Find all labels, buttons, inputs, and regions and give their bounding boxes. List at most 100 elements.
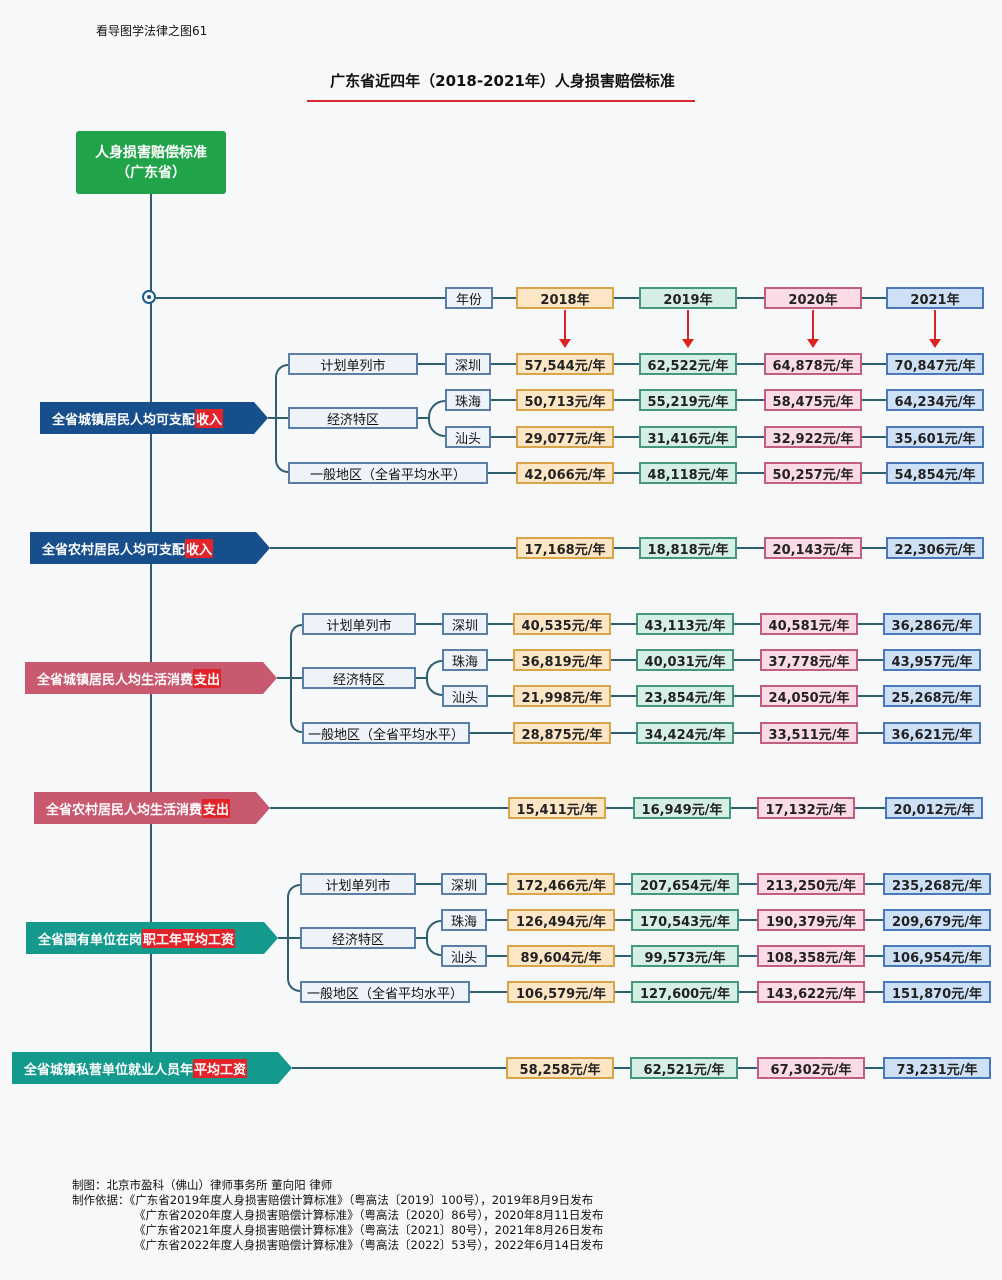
connector-line [615, 919, 631, 921]
value-urban_spend-zhuhai-2019: 40,031元/年 [636, 649, 734, 671]
value-state_wage-shenzhen-2020: 213,250元/年 [757, 873, 865, 895]
branch-curve [275, 418, 288, 473]
connector-line [488, 659, 513, 661]
connector-line [615, 991, 631, 993]
value-urban_spend-zhuhai-2020: 37,778元/年 [760, 649, 858, 671]
label-shantou: 汕头 [442, 685, 488, 707]
connector-line [611, 695, 636, 697]
year-header-2020: 2020年 [764, 287, 862, 309]
value-urban_income-shenzhen-2019: 62,522元/年 [639, 353, 737, 375]
year-row-line [156, 297, 445, 299]
value-state_wage-shantou-2020: 108,358元/年 [757, 945, 865, 967]
connector-line [858, 623, 883, 625]
connector-line [614, 363, 639, 365]
connector-line [268, 417, 275, 419]
branch-curve [290, 624, 302, 678]
value-urban_spend-shenzhen-2019: 43,113元/年 [636, 613, 734, 635]
category-label: 全省城镇居民人均生活消费 [37, 672, 194, 688]
value-state_wage-zhuhai-2020: 190,379元/年 [757, 909, 865, 931]
connector-line [865, 955, 883, 957]
value-rural_spend-2018: 15,411元/年 [508, 797, 606, 819]
branch-curve [426, 938, 441, 956]
value-rural_income-2021: 22,306元/年 [886, 537, 984, 559]
value-urban_spend-shenzhen-2018: 40,535元/年 [513, 613, 611, 635]
value-state_wage-shantou-2019: 99,573元/年 [631, 945, 739, 967]
label-shantou: 汕头 [441, 945, 487, 967]
value-private_wage-2020: 67,302元/年 [757, 1057, 865, 1079]
connector-line [416, 937, 426, 939]
connector-line [865, 883, 883, 885]
value-rural_spend-2021: 20,012元/年 [885, 797, 983, 819]
value-state_wage-zhuhai-2018: 126,494元/年 [507, 909, 615, 931]
connector-line [614, 399, 639, 401]
connector-line [731, 807, 757, 809]
branch-curve [426, 660, 442, 678]
connector-line [614, 472, 639, 474]
connector-line [611, 659, 636, 661]
trunk-node-icon [142, 290, 156, 304]
label-shenzhen: 深圳 [442, 613, 488, 635]
connector-line [611, 732, 636, 734]
value-state_wage-shantou-2018: 89,604元/年 [507, 945, 615, 967]
connector-line [292, 1067, 506, 1069]
value-rural_income-2018: 17,168元/年 [516, 537, 614, 559]
branch-curve [426, 678, 442, 696]
label-zhuhai: 珠海 [445, 389, 491, 411]
value-urban_income-shenzhen-2018: 57,544元/年 [516, 353, 614, 375]
connector-line [416, 883, 441, 885]
category-label: 全省农村居民人均可支配 [42, 542, 186, 558]
category-label: 全省城镇居民人均可支配 [52, 412, 196, 428]
connector-line [737, 436, 764, 438]
corner-note: 看导图学法律之图61 [96, 24, 208, 38]
footer-maker: 制图：北京市盈科（佛山）律师事务所 董向阳 律师 [72, 1178, 333, 1192]
connector-line [491, 399, 516, 401]
value-state_wage-shantou-2021: 106,954元/年 [883, 945, 991, 967]
connector-line [862, 436, 886, 438]
value-urban_income-shenzhen-2021: 70,847元/年 [886, 353, 984, 375]
connector-line [416, 677, 426, 679]
value-urban_spend-shenzhen-2020: 40,581元/年 [760, 613, 858, 635]
value-urban_income-shenzhen-2020: 64,878元/年 [764, 353, 862, 375]
connector-line [739, 883, 757, 885]
branch-curve [275, 364, 288, 418]
value-urban_spend-shantou-2019: 23,854元/年 [636, 685, 734, 707]
connector-line [855, 807, 885, 809]
footer: 制图：北京市盈科（佛山）律师事务所 董向阳 律师 制作依据：《广东省2019年度… [72, 1178, 603, 1253]
branch-curve [426, 920, 441, 938]
branch-curve [290, 678, 302, 733]
value-urban_income-general-2020: 50,257元/年 [764, 462, 862, 484]
category-highlight: 支出 [193, 669, 221, 688]
value-urban_income-general-2019: 48,118元/年 [639, 462, 737, 484]
branch-curve [428, 400, 445, 418]
connector-line [865, 991, 883, 993]
connector-line [487, 919, 507, 921]
category-highlight: 平均工资 [193, 1059, 247, 1078]
down-arrow-icon [929, 310, 941, 348]
category-urban_income: 全省城镇居民人均可支配收入 [40, 402, 268, 434]
connector-line [418, 363, 445, 365]
connector-line [858, 732, 883, 734]
connector-line [862, 547, 886, 549]
root-node: 人身损害赔偿标准 （广东省） [76, 131, 226, 194]
category-private_wage: 全省城镇私营单位就业人员年平均工资 [12, 1052, 292, 1084]
connector-line [270, 807, 508, 809]
connector-line [737, 363, 764, 365]
year-header-2018: 2018年 [516, 287, 614, 309]
connector-line [611, 623, 636, 625]
connector-line [615, 955, 631, 957]
category-state_wage: 全省国有单位在岗职工年平均工资 [26, 922, 278, 954]
value-urban_income-shantou-2019: 31,416元/年 [639, 426, 737, 448]
label-sez: 经济特区 [288, 407, 418, 429]
year-row-line [862, 297, 886, 299]
value-urban_income-zhuhai-2018: 50,713元/年 [516, 389, 614, 411]
label-shenzhen: 深圳 [441, 873, 487, 895]
value-urban_spend-zhuhai-2018: 36,819元/年 [513, 649, 611, 671]
value-urban_spend-general-2020: 33,511元/年 [760, 722, 858, 744]
connector-line [862, 472, 886, 474]
value-state_wage-shenzhen-2018: 172,466元/年 [507, 873, 615, 895]
connector-line [488, 695, 513, 697]
value-rural_spend-2019: 16,949元/年 [633, 797, 731, 819]
footer-basis-0: 制作依据：《广东省2019年度人身损害赔偿计算标准》（粤高法〔2019〕100号… [72, 1193, 594, 1207]
root-line1: 人身损害赔偿标准 [95, 144, 207, 161]
category-urban_spend: 全省城镇居民人均生活消费支出 [25, 662, 277, 694]
